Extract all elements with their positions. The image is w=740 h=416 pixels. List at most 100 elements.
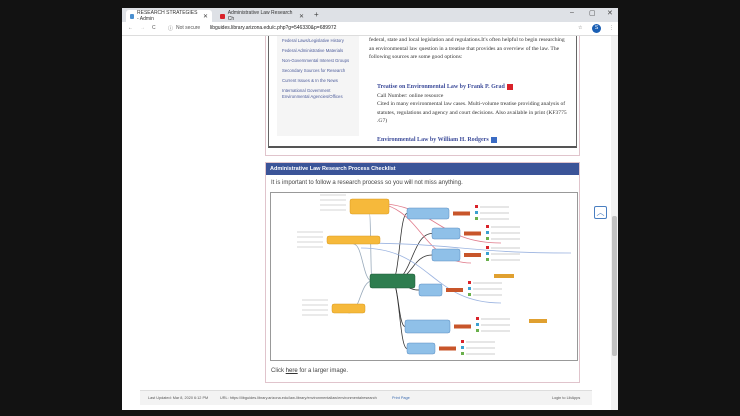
- mind-map-topic-node: [331, 303, 366, 314]
- back-icon[interactable]: ←: [128, 25, 133, 31]
- mind-map-branch-node: [406, 342, 436, 355]
- mind-map-tag: [494, 274, 514, 278]
- mind-map-bullet-icon: [468, 281, 471, 284]
- mind-map-tag: [453, 211, 470, 216]
- scrollbar-thumb[interactable]: [612, 216, 617, 356]
- mind-map-branch-node: [431, 227, 461, 240]
- back-to-top-button[interactable]: ︿: [594, 206, 607, 219]
- mind-map-branch-node: [431, 248, 461, 262]
- page-content: Federal Laws/Legislative History Federal…: [122, 36, 611, 410]
- ebook-badge-icon: [490, 136, 497, 143]
- nav-item[interactable]: Federal Laws/Legislative History: [282, 38, 344, 43]
- profile-avatar[interactable]: S: [592, 24, 601, 33]
- login-link[interactable]: Login to LibApps: [552, 396, 581, 400]
- mind-map-bullet-icon: [461, 346, 464, 349]
- mind-map-image[interactable]: [270, 192, 578, 361]
- menu-icon[interactable]: ⋮: [609, 25, 614, 31]
- checklist-box: Administrative Law Research Process Chec…: [265, 162, 580, 383]
- larger-image-text: Click here for a larger image.: [271, 368, 349, 374]
- mind-map-connector: [369, 213, 373, 282]
- reload-icon[interactable]: C: [152, 25, 156, 31]
- mind-map-bullet-icon: [476, 317, 479, 320]
- page-url: URL: https://libguides.library.arizona.e…: [220, 396, 377, 400]
- mind-map-bullet-icon: [486, 231, 489, 234]
- tab-label: RESEARCH STRATEGIES - Admin: [137, 10, 198, 22]
- page-footer: Last Updated: Mar 8, 2020 6:12 PM URL: h…: [140, 390, 592, 405]
- mind-map-tag: [464, 253, 481, 257]
- tab-admin-law-checklist[interactable]: Administrative Law Research Ch ✕: [216, 10, 308, 22]
- nav-item[interactable]: Secondary Sources for Research: [282, 68, 346, 73]
- minimize-button[interactable]: –: [570, 9, 574, 16]
- url-input[interactable]: libguides.library.arizona.edu/c.php?g=54…: [210, 25, 337, 31]
- mind-map-bullet-icon: [486, 252, 489, 255]
- mind-map-topic-node: [349, 198, 390, 215]
- mind-map-connector: [360, 247, 502, 304]
- mind-map-bullet-icon: [468, 287, 471, 290]
- mind-map-tag: [529, 319, 547, 323]
- mind-map-tag: [446, 288, 463, 292]
- forward-icon[interactable]: →: [140, 25, 145, 31]
- mind-map-tag: [454, 324, 471, 329]
- mind-map-bullet-icon: [475, 205, 478, 208]
- mind-map-bullet-icon: [486, 237, 489, 240]
- side-nav: Federal Laws/Legislative History Federal…: [277, 36, 359, 136]
- book-description: Cited in many environmental law cases. M…: [377, 101, 567, 124]
- tab-research-strategies[interactable]: RESEARCH STRATEGIES - Admin ✕: [126, 10, 212, 22]
- mind-map-connector: [350, 242, 572, 254]
- favicon-icon: [220, 13, 225, 19]
- mind-map-tag: [464, 231, 481, 236]
- book-entry: Environmental Law by William H. Rodgers: [377, 136, 577, 145]
- checklist-intro: It is important to follow a research pro…: [271, 180, 463, 186]
- tab-bar: RESEARCH STRATEGIES - Admin ✕ Administrat…: [122, 8, 618, 22]
- mind-map-connector: [353, 243, 373, 282]
- nav-item[interactable]: International Government Environmental A…: [282, 88, 343, 99]
- print-page-link[interactable]: Print Page: [392, 396, 410, 400]
- info-icon[interactable]: ⓘ: [168, 26, 174, 32]
- book-title-link[interactable]: Environmental Law by William H. Rodgers: [377, 137, 489, 143]
- book-title-link[interactable]: Treatise on Environmental Law by Frank P…: [377, 84, 505, 90]
- environmental-sources-box: Federal Laws/Legislative History Federal…: [265, 36, 580, 156]
- mind-map-bullet-icon: [486, 225, 489, 228]
- mind-map-branch-node: [404, 319, 451, 334]
- mind-map-bullet-icon: [461, 352, 464, 355]
- checklist-header: Administrative Law Research Process Chec…: [266, 163, 579, 175]
- mind-map-topic-node: [326, 235, 381, 245]
- mind-map-connector: [391, 213, 408, 282]
- book-entry: Treatise on Environmental Law by Frank P…: [377, 83, 567, 126]
- nav-item[interactable]: Federal Administrative Materials: [282, 48, 344, 53]
- mind-map-bullet-icon: [476, 323, 479, 326]
- close-tab-icon[interactable]: ✕: [202, 13, 208, 20]
- mind-map-branch-node: [418, 283, 443, 297]
- mind-map-bullet-icon: [486, 258, 489, 261]
- tab-label: Administrative Law Research Ch: [227, 10, 293, 22]
- new-tab-button[interactable]: +: [314, 10, 319, 19]
- nav-item[interactable]: Current Issues & In the News: [282, 78, 338, 83]
- mind-map-graphic: [297, 194, 572, 355]
- bookmark-star-icon[interactable]: ☆: [578, 25, 583, 31]
- nav-item[interactable]: Non-Governmental Interest Groups: [282, 58, 350, 63]
- mind-map-connector: [370, 202, 502, 244]
- mind-map-tag: [439, 346, 456, 351]
- call-number: Call Number: online resource: [377, 92, 444, 99]
- address-bar: ← → C ⓘ Not secure libguides.library.ari…: [122, 22, 618, 36]
- mind-map-branch-node: [406, 207, 450, 220]
- larger-image-link[interactable]: here: [285, 368, 298, 374]
- browser-window: RESEARCH STRATEGIES - Admin ✕ Administrat…: [122, 8, 618, 410]
- intro-text: federal, state and local legislation and…: [369, 37, 565, 60]
- mind-map-bullet-icon: [468, 293, 471, 296]
- scrollbar[interactable]: [611, 36, 618, 410]
- library-badge-icon: [506, 83, 513, 90]
- close-window-button[interactable]: ✕: [607, 10, 613, 17]
- favicon-icon: [130, 13, 134, 19]
- last-updated: Last Updated: Mar 8, 2020 6:12 PM: [148, 396, 209, 400]
- not-secure-label: Not secure: [176, 25, 201, 31]
- mind-map-bullet-icon: [476, 329, 479, 332]
- maximize-button[interactable]: ▢: [589, 10, 596, 17]
- mind-map-bullet-icon: [475, 211, 478, 214]
- mind-map-bullet-icon: [461, 340, 464, 343]
- mind-map-bullet-icon: [475, 217, 478, 220]
- mind-map-central-node: [369, 273, 416, 289]
- mind-map-bullet-icon: [486, 246, 489, 249]
- mind-map-connector: [391, 280, 408, 349]
- close-tab-icon[interactable]: ✕: [298, 13, 304, 20]
